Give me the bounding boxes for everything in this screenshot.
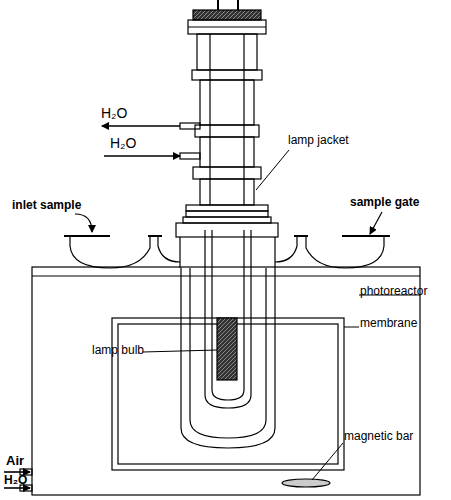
port-label: sample gate [350, 196, 419, 209]
part-label: lamp jacket [288, 134, 349, 147]
water-inlet-label: H₂O [110, 136, 136, 151]
water-outlet-label: H₂O [101, 106, 127, 121]
part-label: lamp bulb [92, 344, 144, 357]
part-label: photoreactor [360, 285, 427, 298]
part-label: magnetic bar [344, 430, 413, 443]
air-inlet-label: Air [6, 454, 24, 468]
water-inlet-label: H₂O [4, 474, 27, 487]
port-label: inlet sample [12, 199, 81, 212]
part-label: membrane [360, 317, 417, 330]
